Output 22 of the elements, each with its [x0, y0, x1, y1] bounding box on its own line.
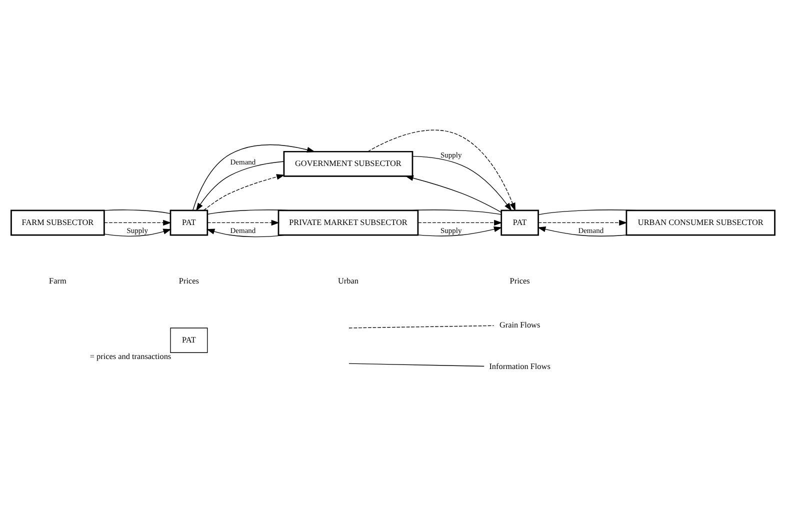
arrow — [203, 174, 285, 210]
arrow — [405, 174, 502, 212]
connector — [104, 209, 171, 214]
arrow — [537, 226, 628, 236]
arrow — [538, 219, 628, 226]
edge-label: Demand — [578, 225, 604, 234]
arrow — [196, 160, 284, 211]
arrow — [418, 226, 502, 236]
connector — [538, 209, 637, 214]
arrow — [368, 129, 516, 211]
arrow — [206, 228, 286, 237]
arrow — [207, 219, 280, 226]
edge-label: Demand — [230, 156, 256, 166]
arrow — [104, 228, 172, 236]
arrow — [104, 219, 172, 226]
edge-label: Supply — [126, 225, 148, 234]
edge-label: Demand — [230, 225, 256, 234]
arrow — [418, 219, 502, 226]
edge-label: Supply — [440, 150, 462, 160]
edge-label: Supply — [440, 225, 462, 234]
arrow — [192, 144, 316, 210]
arrow — [412, 155, 512, 211]
